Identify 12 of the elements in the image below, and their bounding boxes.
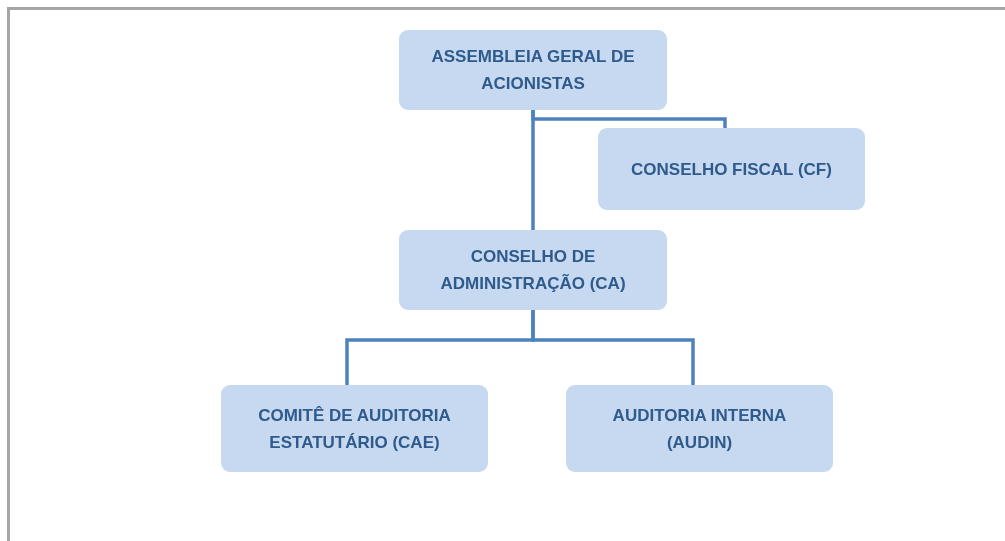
- org-unit-name: CONSELHO DE ADMINISTRAÇÃO (CA): [439, 246, 627, 295]
- connector-line: [531, 110, 727, 128]
- org-box: [399, 30, 667, 110]
- org-unit-name: CONSELHO FISCAL (CF): [631, 158, 832, 181]
- org-box: [399, 230, 667, 310]
- org-box: [566, 385, 833, 472]
- org-unit-name: ASSEMBLEIA GERAL DE ACIONISTAS: [430, 46, 636, 95]
- org-box: [598, 128, 865, 210]
- org-unit-name: AUDITORIA INTERNA (AUDIN): [611, 404, 788, 454]
- org-box: [221, 385, 488, 472]
- org-unit-name: COMITÊ DE AUDITORIA ESTATUTÁRIO (CAE): [257, 404, 452, 454]
- connector-line: [531, 310, 695, 385]
